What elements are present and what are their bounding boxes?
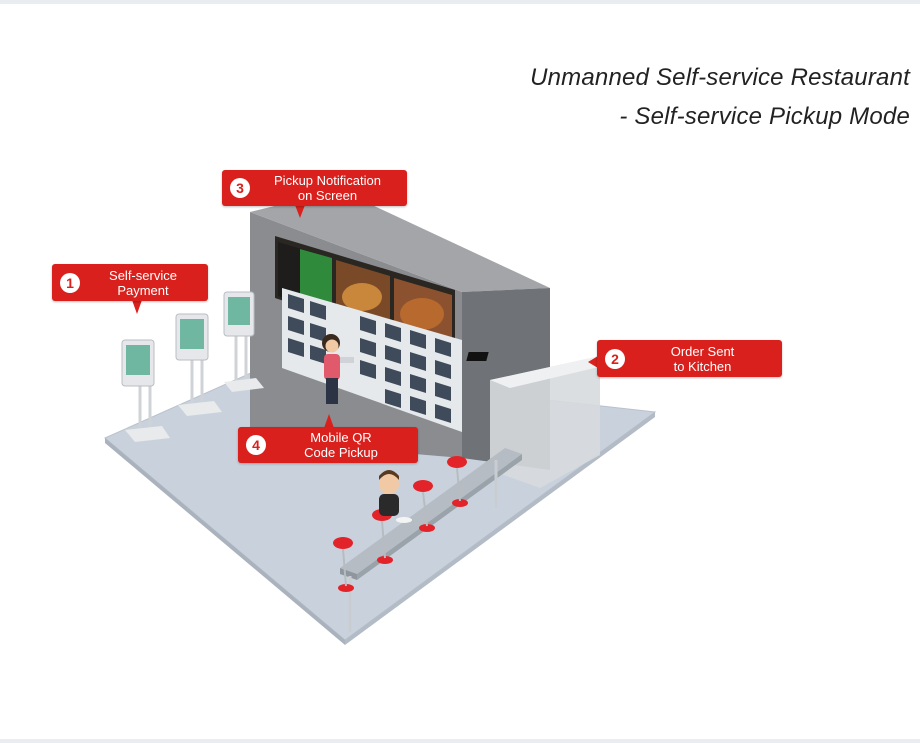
callout-number-2: 2 (605, 348, 625, 369)
top-border (0, 0, 920, 4)
seating-counter (340, 448, 522, 574)
callout-label-2: Order Sent to Kitchen (670, 343, 735, 374)
title-line-1: Unmanned Self-service Restaurant (530, 64, 910, 91)
callout-mobile-qr-pickup: 4 Mobile QR Code Pickup (238, 427, 418, 463)
callout-label-3: Pickup Notification on Screen (274, 173, 381, 203)
wall-top (250, 190, 550, 292)
locker-wall (282, 288, 462, 432)
callout-label-4: Mobile QR Code Pickup (304, 430, 378, 460)
floor-edge (105, 438, 345, 645)
callout-number-4: 4 (246, 435, 266, 455)
callout-pickup-notification: 3 Pickup Notification on Screen (222, 170, 407, 206)
callout-number-3: 3 (230, 178, 250, 198)
callout-self-service-payment: 1 Self-service Payment (52, 264, 208, 301)
customer-dining-figure (379, 470, 412, 523)
kitchen-printer (466, 352, 489, 361)
callout-order-sent-to-kitchen: 2 Order Sent to Kitchen (597, 340, 782, 377)
callout-number-1: 1 (60, 272, 80, 293)
diagram-title: Unmanned Self-service Restaurant - Self-… (530, 58, 910, 136)
kiosk-1 (138, 385, 152, 432)
bottom-border (0, 739, 920, 743)
customer-pickup-figure (322, 334, 354, 404)
title-line-2: - Self-service Pickup Mode (619, 103, 910, 130)
callout-label-1: Self-service Payment (109, 267, 177, 298)
